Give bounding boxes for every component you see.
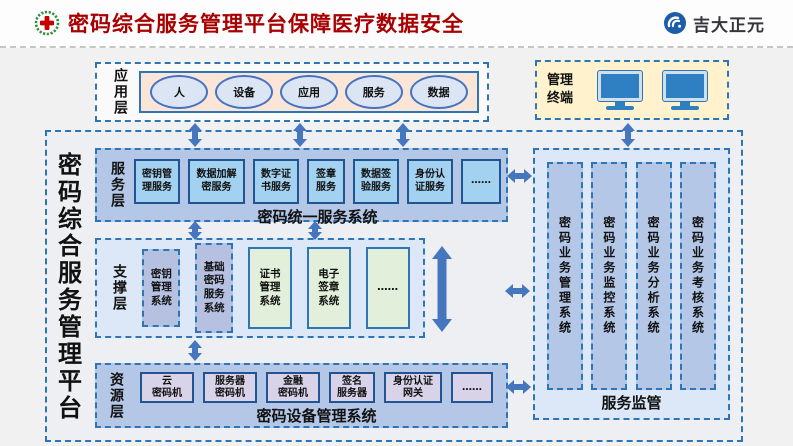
unified-service-system-label: 密码统一服务系统 xyxy=(257,208,378,226)
service-supervision-box: 密码业务管理系统 密码业务监控系统 密码业务分析系统 密码业务考核系统 服务监管 xyxy=(533,148,730,420)
supervision-box-business-management: 密码业务管理系统 xyxy=(547,162,583,390)
resource-box-cloud-crypto-machine: 云 密码机 xyxy=(140,372,194,403)
supervision-box-business-assessment: 密码业务考核系统 xyxy=(679,162,716,390)
double-arrow-horizontal-icon xyxy=(506,380,531,394)
service-layer: 服务层 密钥管 理服务 数据加解 密服务 数字证 书服务 签章 服务 数据签 验… xyxy=(95,148,508,226)
application-objects-box: 人 设备 应用 服务 数据 xyxy=(139,71,479,113)
resource-box-identity-gateway: 身份认证 网关 xyxy=(384,372,442,403)
double-arrow-vertical-icon xyxy=(188,340,202,361)
double-arrow-vertical-icon xyxy=(621,123,635,147)
double-arrow-vertical-icon xyxy=(188,123,202,147)
double-arrow-vertical-icon xyxy=(293,123,307,147)
page-title: 密码综合服务管理平台保障医疗数据安全 xyxy=(68,12,464,36)
service-box-signature-seal: 签章 服务 xyxy=(307,159,345,204)
management-terminal-box: 管理 终端 xyxy=(535,60,729,120)
jida-zhengyuan-logo-icon xyxy=(664,12,686,34)
resource-layer: 资源层 云 密码机 服务器 密码机 金融 密码机 签名 服务器 身份认证 网关 … xyxy=(95,363,508,428)
app-object-data: 数据 xyxy=(409,75,468,109)
header: 密码综合服务管理平台保障医疗数据安全 吉大正元 xyxy=(0,0,793,48)
company-logo: 吉大正元 xyxy=(663,11,765,36)
double-arrow-vertical-icon xyxy=(396,123,410,147)
double-arrow-vertical-icon xyxy=(308,221,322,240)
device-management-system-label: 密码设备管理系统 xyxy=(256,407,377,425)
app-object-service: 服务 xyxy=(344,75,403,109)
app-object-application: 应用 xyxy=(279,75,338,109)
support-box-basic-crypto-service-system: 基础 密码 服务 系统 xyxy=(195,243,234,333)
company-logo-text: 吉大正元 xyxy=(693,15,765,36)
service-box-identity-auth: 身份认 证服务 xyxy=(407,159,453,204)
double-arrow-vertical-icon xyxy=(188,221,202,240)
app-object-device: 设备 xyxy=(215,75,274,109)
management-terminal-label: 管理 终端 xyxy=(547,73,574,106)
service-layer-label: 服务层 xyxy=(109,161,125,209)
support-layer-label: 支撑层 xyxy=(111,264,127,312)
resource-box-signing-server: 签名 服务器 xyxy=(329,372,375,403)
support-box-key-management-system: 密钥 管理 系统 xyxy=(142,249,181,327)
supervision-box-business-analysis: 密码业务分析系统 xyxy=(635,162,672,390)
service-supervision-label: 服务监管 xyxy=(601,393,662,412)
medical-cross-icon xyxy=(34,10,60,36)
service-box-certificate: 数字证 书服务 xyxy=(253,159,299,204)
resource-box-more: …… xyxy=(451,372,493,403)
service-box-sign-verify: 数据签 验服务 xyxy=(353,159,399,204)
supervision-box-business-monitoring: 密码业务监控系统 xyxy=(591,162,628,390)
resource-box-financial-crypto-machine: 金融 密码机 xyxy=(266,372,320,403)
service-box-key-management: 密钥管 理服务 xyxy=(134,159,180,204)
platform-title: 密码综合服务管理平台 xyxy=(53,152,82,422)
application-layer-label: 应用层 xyxy=(112,68,128,116)
service-box-more: …… xyxy=(461,159,501,204)
monitor-icon xyxy=(661,69,708,110)
terminal-monitors xyxy=(587,69,717,110)
double-arrow-horizontal-icon xyxy=(507,169,532,183)
support-box-eseal-system: 电子 签章 系统 xyxy=(306,247,351,329)
app-object-person: 人 xyxy=(150,75,209,109)
support-box-cert-management-system: 证书 管理 系统 xyxy=(247,247,292,329)
support-box-more: …… xyxy=(365,247,410,329)
monitor-icon xyxy=(596,69,643,110)
service-box-encryption: 数据加解 密服务 xyxy=(188,159,245,204)
application-layer: 应用层 人 设备 应用 服务 数据 xyxy=(95,62,489,122)
double-arrow-vertical-large-icon xyxy=(432,246,452,332)
support-layer: 支撑层 密钥 管理 系统 基础 密码 服务 系统 证书 管理 系统 电子 签章 … xyxy=(95,238,425,338)
double-arrow-horizontal-icon xyxy=(505,284,530,298)
resource-layer-label: 资源层 xyxy=(108,371,124,420)
resource-box-server-crypto-machine: 服务器 密码机 xyxy=(203,372,257,403)
